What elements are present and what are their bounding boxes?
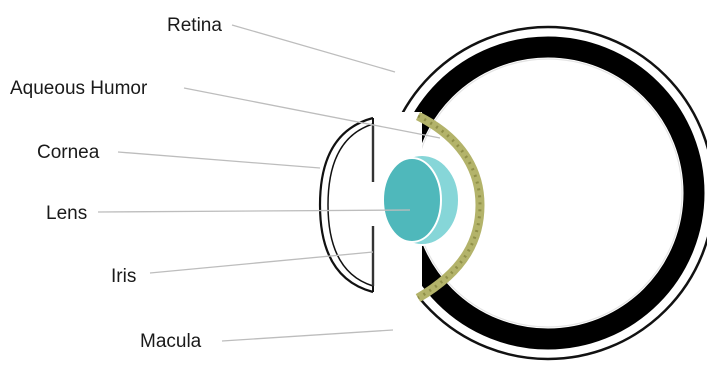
leader-retina [232,25,395,72]
labels: Retina Aqueous Humor Cornea Lens Iris Ma… [10,15,222,352]
label-lens: Lens [46,203,87,224]
leader-macula [222,330,393,341]
leader-cornea [118,152,320,168]
lens [383,155,459,245]
label-cornea: Cornea [37,142,100,163]
label-iris: Iris [111,266,136,287]
label-macula: Macula [140,331,202,352]
lens-body [383,158,441,242]
label-retina: Retina [167,15,222,36]
label-aqueous-humor: Aqueous Humor [10,78,148,99]
